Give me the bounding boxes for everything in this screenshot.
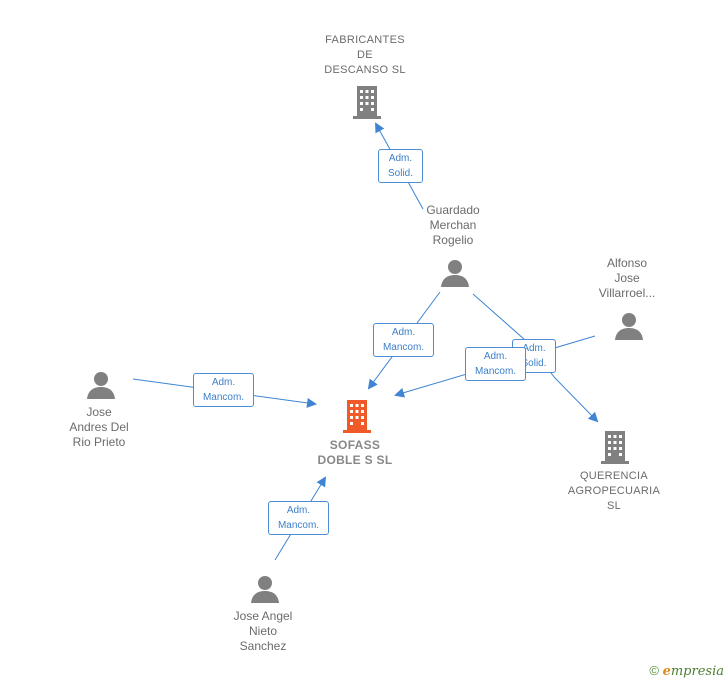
node-label-fabricantes[interactable]: FABRICANTES DE DESCANSO SL (324, 34, 406, 76)
person-icon[interactable] (614, 311, 644, 341)
building-icon[interactable] (599, 429, 631, 465)
building-icon[interactable] (341, 398, 373, 434)
brand-logo-initial: e (662, 664, 671, 679)
edge-tag-adm-mancom[interactable]: Adm. Mancom. (268, 501, 329, 535)
edge-tag-adm-solid[interactable]: Adm. Solid. (378, 149, 423, 183)
node-label-jose-angel[interactable]: Jose Angel Nieto Sanchez (233, 609, 293, 653)
copyright-icon: © (649, 663, 659, 678)
person-icon[interactable] (86, 370, 116, 400)
building-icon[interactable] (351, 84, 383, 120)
node-label-sofass[interactable]: SOFASS DOBLE S SL (317, 438, 393, 467)
node-label-querencia[interactable]: QUERENCIA AGROPECUARIA SL (567, 470, 661, 512)
node-label-alfonso[interactable]: Alfonso Jose Villarroel... (598, 256, 656, 300)
node-label-guardado[interactable]: Guardado Merchan Rogelio (426, 203, 480, 247)
node-label-jose-andres[interactable]: Jose Andres Del Rio Prieto (69, 405, 129, 449)
edge-tag-adm-mancom[interactable]: Adm. Mancom. (193, 373, 254, 407)
brand-logo-text: mpresia (670, 664, 724, 679)
edge-tag-adm-mancom[interactable]: Adm. Mancom. (373, 323, 434, 357)
brand-watermark: © empresia (649, 663, 724, 679)
edge-tag-adm-mancom[interactable]: Adm. Mancom. (465, 347, 526, 381)
person-icon[interactable] (250, 574, 280, 604)
person-icon[interactable] (440, 258, 470, 288)
